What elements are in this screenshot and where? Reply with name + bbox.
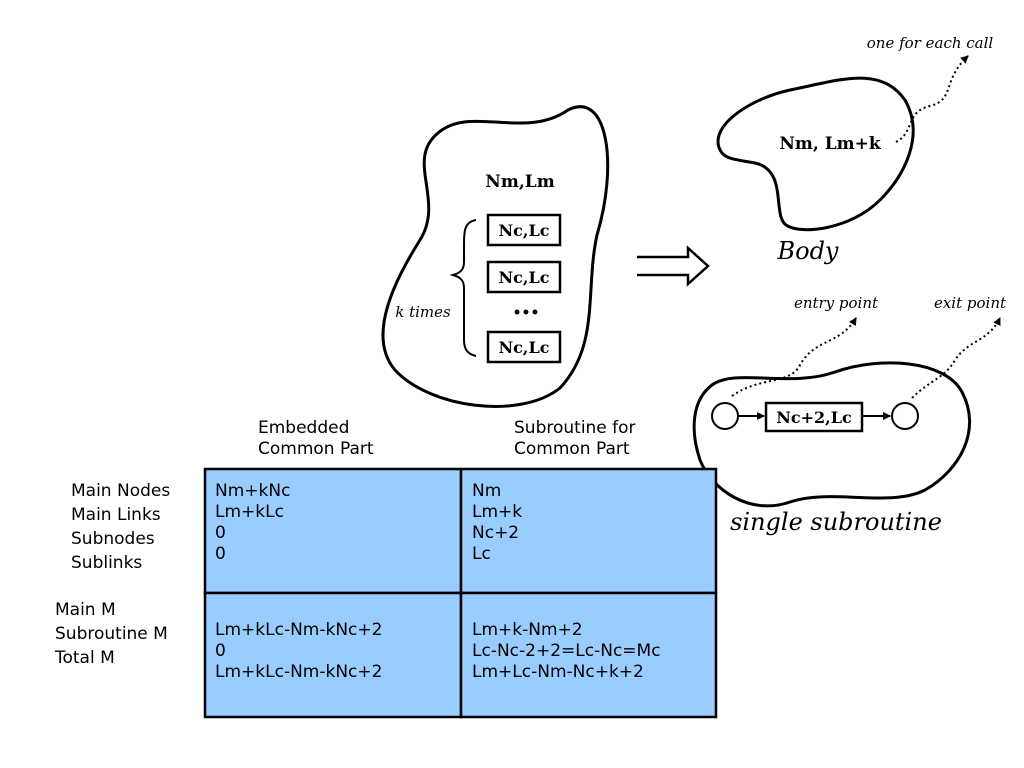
cell-embedded-main-m: Lm+kLc-Nm-kNc+2 bbox=[215, 620, 383, 640]
cell-subroutine-total-m: Lm+Lc-Nm-Nc+k+2 bbox=[472, 662, 644, 682]
table-cell-embedded-metrics bbox=[203, 591, 463, 719]
transform-arrow bbox=[637, 245, 710, 287]
cell-subroutine-main-links: Lm+k bbox=[472, 502, 523, 522]
row-label-sublinks: Sublinks bbox=[71, 553, 143, 573]
subroutine-box-label: Nc+2,Lc bbox=[776, 408, 852, 427]
subroutine-box bbox=[764, 401, 864, 433]
ellipsis: ••• bbox=[513, 305, 540, 321]
cell-subroutine-main-nodes: Nm bbox=[472, 481, 502, 501]
col-header-embedded: Embedded Common Part bbox=[258, 418, 374, 460]
cells-subroutine-metrics: Lm+k-Nm+2 Lc-Nc-2+2=Lc-Nc=Mc Lm+Lc-Nm-Nc… bbox=[472, 620, 661, 683]
row-label-main-nodes: Main Nodes bbox=[71, 481, 171, 501]
cell-embedded-total-m: Lm+kLc-Nm-kNc+2 bbox=[215, 662, 383, 682]
col-header-subroutine-line2: Common Part bbox=[514, 439, 630, 459]
cell-embedded-sublinks: 0 bbox=[215, 544, 226, 564]
exit-label: exit point bbox=[934, 294, 1007, 312]
main-program-label: Nm,Lm bbox=[485, 172, 554, 192]
table-cell-embedded-counts bbox=[203, 467, 463, 595]
subroutine-caption: single subroutine bbox=[730, 508, 942, 536]
cell-embedded-subroutine-m: 0 bbox=[215, 641, 226, 661]
entry-label: entry point bbox=[794, 294, 879, 312]
call-annotation: one for each call bbox=[867, 34, 994, 52]
cells-embedded-counts: Nm+kNc Lm+kLc 0 0 bbox=[215, 481, 290, 565]
exit-arrow bbox=[911, 317, 1001, 399]
cell-subroutine-subroutine-m: Lc-Nc-2+2=Lc-Nc=Mc bbox=[472, 641, 661, 661]
col-header-embedded-line2: Common Part bbox=[258, 439, 374, 459]
col-header-subroutine-line1: Subroutine for bbox=[514, 418, 636, 438]
row-label-main-m: Main M bbox=[55, 600, 116, 620]
row-label-subroutine-m: Subroutine M bbox=[55, 624, 168, 644]
row-label-main-links: Main Links bbox=[71, 505, 161, 525]
cell-subroutine-main-m: Lm+k-Nm+2 bbox=[472, 620, 583, 640]
cell-embedded-main-nodes: Nm+kNc bbox=[215, 481, 291, 501]
common-part-box-1-label: Nc,Lc bbox=[499, 221, 550, 240]
entry-arrow bbox=[731, 317, 857, 397]
cells-subroutine-counts: Nm Lm+k Nc+2 Lc bbox=[472, 481, 522, 565]
entry-node bbox=[711, 402, 739, 430]
common-part-box-1 bbox=[486, 213, 562, 247]
exit-node bbox=[891, 402, 919, 430]
common-part-box-3-label: Nc,Lc bbox=[499, 338, 550, 357]
common-part-box-2-label: Nc,Lc bbox=[499, 268, 550, 287]
body-inner-label: Nm, Lm+k bbox=[779, 134, 882, 154]
row-label-total-m: Total M bbox=[55, 648, 115, 668]
call-arrow bbox=[895, 55, 969, 143]
table-cell-subroutine-counts bbox=[459, 467, 718, 595]
subroutine-blob bbox=[692, 361, 972, 508]
cell-subroutine-sublinks: Lc bbox=[472, 544, 491, 564]
main-program-blob bbox=[381, 105, 610, 408]
cell-embedded-subnodes: 0 bbox=[215, 523, 226, 543]
body-blob bbox=[716, 76, 915, 232]
body-caption: Body bbox=[776, 237, 838, 265]
curly-brace bbox=[449, 219, 477, 357]
col-header-embedded-line1: Embedded bbox=[258, 418, 350, 438]
table-cell-subroutine-metrics bbox=[459, 591, 718, 719]
common-part-box-3 bbox=[486, 330, 562, 364]
k-times-label: k times bbox=[395, 303, 451, 321]
col-header-subroutine: Subroutine for Common Part bbox=[514, 418, 636, 460]
common-part-box-2 bbox=[486, 260, 562, 294]
cell-embedded-main-links: Lm+kLc bbox=[215, 502, 284, 522]
cells-embedded-metrics: Lm+kLc-Nm-kNc+2 0 Lm+kLc-Nm-kNc+2 bbox=[215, 620, 382, 683]
cell-subroutine-subnodes: Nc+2 bbox=[472, 523, 520, 543]
row-label-subnodes: Subnodes bbox=[71, 529, 155, 549]
